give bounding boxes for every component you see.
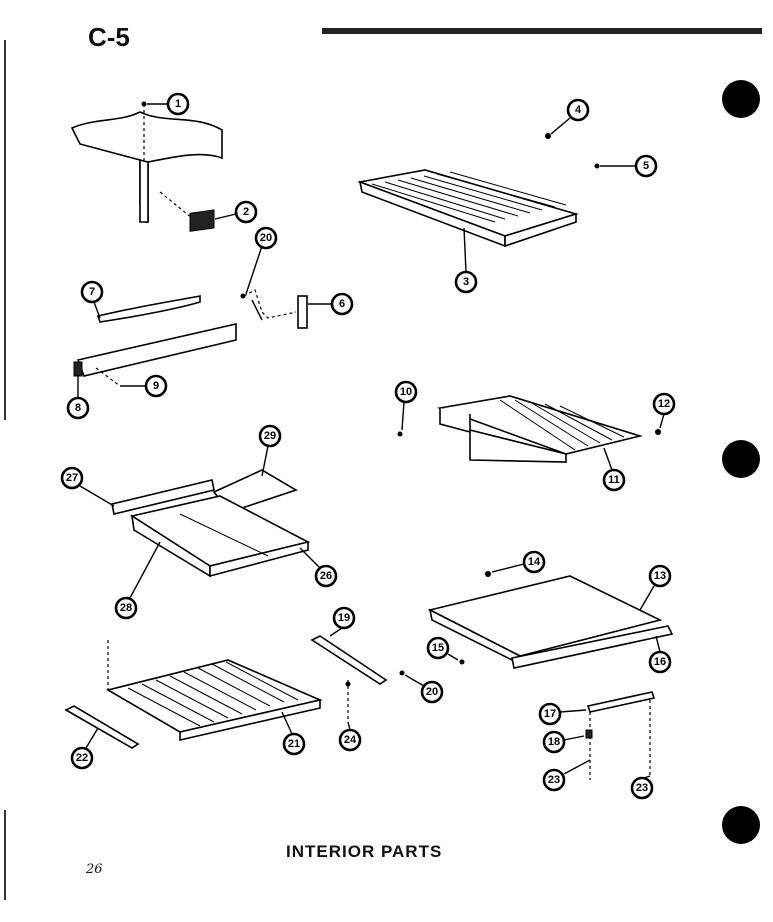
binder-hole-icon	[722, 806, 760, 844]
svg-text:7: 7	[89, 286, 95, 298]
svg-text:16: 16	[654, 656, 666, 668]
section-title: INTERIOR PARTS	[286, 842, 443, 861]
callout-30	[251, 299, 263, 321]
svg-text:4: 4	[575, 104, 582, 116]
callout-13: 13	[639, 564, 672, 611]
svg-text:5: 5	[643, 160, 649, 172]
svg-text:20: 20	[260, 232, 272, 244]
svg-text:17: 17	[544, 708, 556, 720]
callout-14: 14	[491, 550, 546, 574]
callout-28: 28	[114, 541, 161, 620]
callout-26: 26	[299, 547, 338, 588]
svg-text:1: 1	[175, 98, 181, 110]
callout-3: 3	[454, 227, 478, 294]
binder-hole-icon	[722, 80, 760, 118]
callout-22: 22	[70, 727, 99, 770]
callout-27: 27	[60, 466, 115, 507]
callout-8: 8	[66, 376, 90, 420]
callout-7: 7	[80, 280, 104, 319]
svg-text:24: 24	[344, 734, 357, 746]
callout-5: 5	[600, 154, 658, 178]
callout-24: 24	[338, 721, 362, 752]
callout-1: 1	[147, 92, 190, 116]
callout-4: 4	[550, 98, 590, 135]
svg-text:15: 15	[432, 642, 444, 654]
callout-12: 12	[652, 392, 676, 429]
svg-text:10: 10	[400, 386, 412, 398]
callout-11: 11	[602, 447, 626, 492]
callout-17: 17	[538, 702, 587, 726]
left-edge-rule	[4, 40, 6, 420]
svg-text:23: 23	[548, 774, 560, 786]
shelf-part-21	[105, 640, 323, 742]
callout-23-right: 23	[630, 775, 654, 800]
callout-23-left: 23	[542, 759, 591, 792]
shelf-part-11	[436, 395, 644, 463]
callout-16: 16	[648, 635, 672, 674]
svg-text:14: 14	[528, 556, 541, 568]
svg-text:26: 26	[320, 570, 332, 582]
page-code: C-5	[88, 22, 130, 52]
callout-10: 10	[394, 380, 418, 431]
svg-text:18: 18	[548, 736, 560, 748]
svg-text:22: 22	[76, 752, 88, 764]
left-edge-rule	[4, 810, 6, 900]
callout-20-left: 20	[245, 226, 278, 295]
top-rule	[322, 28, 762, 34]
svg-text:23: 23	[636, 782, 648, 794]
svg-text:20: 20	[426, 686, 438, 698]
svg-text:6: 6	[339, 298, 345, 310]
callout-20-right: 20	[404, 674, 444, 704]
svg-text:29: 29	[264, 430, 276, 442]
svg-text:21: 21	[288, 738, 300, 750]
callout-21: 21	[281, 711, 306, 756]
callout-2: 2	[214, 200, 258, 224]
svg-text:11: 11	[608, 474, 620, 486]
callout-18: 18	[542, 730, 585, 754]
svg-text:27: 27	[66, 472, 78, 484]
svg-text:12: 12	[658, 398, 670, 410]
svg-text:2: 2	[243, 206, 249, 218]
binder-hole-icon	[722, 440, 760, 478]
callout-29: 29	[258, 424, 282, 477]
callout-9: 9	[120, 374, 168, 398]
callout-19: 19	[329, 606, 356, 637]
callout-6: 6	[308, 292, 354, 316]
svg-text:3: 3	[463, 276, 469, 288]
svg-text:9: 9	[153, 380, 159, 392]
shelf-part-3	[357, 169, 579, 248]
svg-text:28: 28	[120, 602, 132, 614]
page-number: 26	[86, 862, 103, 877]
svg-text:13: 13	[654, 570, 666, 582]
svg-text:19: 19	[338, 612, 350, 624]
callout-15: 15	[426, 636, 459, 661]
cabinet-corner-part	[70, 101, 223, 232]
svg-text:8: 8	[75, 402, 81, 414]
